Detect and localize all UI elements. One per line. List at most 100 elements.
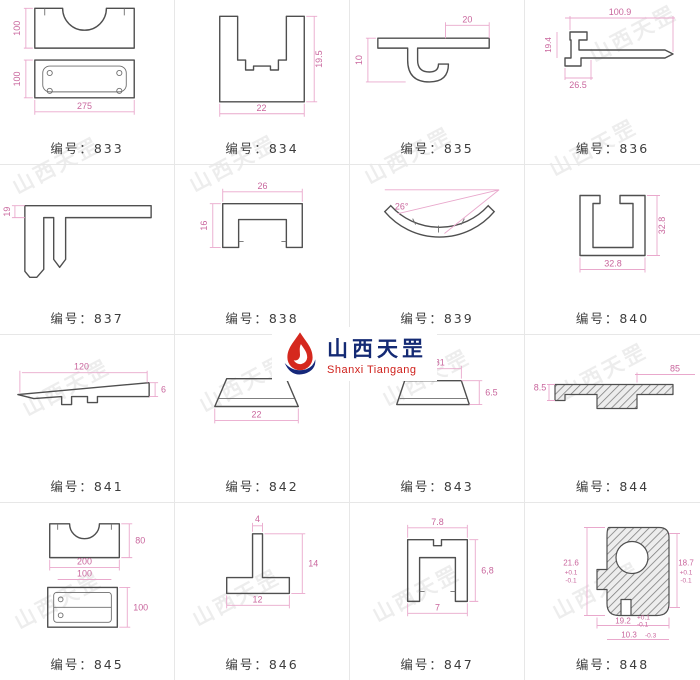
dimension-label: 8.5 [534,383,547,393]
profile-outline [214,377,299,408]
brand-name-en: Shanxi Tiangang [327,363,417,376]
dimension-label: 10.3 [621,631,637,640]
dimension-label: 19.5 [314,50,324,67]
profile-code-label: 编号：845 [50,657,124,672]
profile-code-label: 编号：847 [400,657,474,672]
profile-card-845: 80 200 100 100 编号：845 [0,503,175,680]
dimension-label: 275 [77,101,92,111]
dimension-label: 26° [395,202,409,212]
profile-drawing-844: 8.5 85 [534,364,695,410]
profile-code-label: 编号：835 [400,141,474,156]
profile-card-846: 4 14 12 编号：846 [175,503,350,680]
profile-drawing-839: 26° [383,189,500,238]
dimension-annotations: 100.9 19.4 26.5 [544,7,675,90]
profile-code-label: 编号：839 [400,311,474,326]
profile-outline [383,204,496,238]
dimension-label: -0.1 [565,578,577,585]
profile-card-837: 19 编号：837 [0,165,175,335]
profile-code-label: 编号：842 [225,479,299,494]
profile-detail [42,65,127,93]
dimension-annotations: 22 [214,408,299,424]
profile-code-label: 编号：843 [400,479,474,494]
profile-outline [579,194,646,257]
dimension-label: +0.1 [680,570,693,577]
dimension-label: 19 [2,207,12,217]
dimension-label: 85 [670,364,680,374]
brand-text: 山西天罡 Shanxi Tiangang [327,333,427,376]
dimension-annotations: 7.8 6,8 7 [407,517,494,617]
profile-outline [49,523,121,559]
profile-outline [226,533,291,595]
dimension-annotations: 120 6 [19,362,166,398]
dimension-label: 14 [308,559,318,569]
profile-outline [219,15,305,103]
profile-card-844: 8.5 85 编号：844 [525,335,700,503]
profile-detail [44,8,125,16]
profile-drawing-835: 20 10 [354,14,490,83]
profile-outline [596,526,670,617]
dimension-annotations: 32.8 32.8 [579,195,667,273]
dimension-label: 19.4 [544,37,553,53]
dimension-label: 18.7 [678,559,694,568]
dimension-label: 10 [354,55,364,65]
profile-card-841: 120 6 编号：841 [0,335,175,503]
dimension-annotations: 19 [2,205,25,219]
dimension-label: 22 [257,103,267,113]
profile-code-label: 编号：837 [50,311,124,326]
dimension-annotations: 21.6 +0.1 -0.1 18.7 +0.1 -0.1 19.2 +0.1 … [563,527,694,640]
dimension-label: 6.5 [485,388,497,398]
profile-outline [24,204,152,278]
dimension-label: 32.8 [604,259,622,269]
profile-card-833: 100 100 275 编号：833 [0,0,175,165]
dimension-annotations: 19.5 22 [219,15,324,117]
dimension-annotations: 80 200 100 100 [49,523,148,628]
dimension-label: 20 [462,14,472,24]
dimension-label: +0.1 [565,570,578,577]
dimension-annotations: 26 16 [199,181,303,248]
profile-drawing-847: 7.8 6,8 7 [406,517,494,617]
dimension-label: 26 [258,181,268,191]
dimension-label: -0.1 [637,622,649,629]
dimension-label: 6 [161,385,166,395]
profile-drawing-836: 100.9 19.4 26.5 [544,7,675,90]
dimension-label: 100 [77,569,92,579]
brand-name-cn: 山西天罡 [327,336,427,361]
dimension-annotations: 20 10 [354,14,490,83]
dimension-label: 7 [435,602,440,612]
dimension-label: 120 [74,362,89,372]
profile-code-label: 编号：838 [225,311,299,326]
profile-card-839: 26° 编号：839 [350,165,525,335]
dimension-label: 200 [77,557,92,567]
profile-outline [396,379,471,406]
profile-code-label: 编号：841 [50,479,124,494]
profile-holes [46,69,123,94]
profile-card-842: 22 编号：842 [175,335,350,503]
profile-drawing-838: 26 16 [199,181,303,249]
profile-code-label: 编号：834 [225,141,299,156]
profile-outline [554,383,674,410]
profile-outline [406,539,469,603]
flame-logo-icon [284,332,316,375]
profile-code-label: 编号：846 [225,657,299,672]
profile-card-848: 21.6 +0.1 -0.1 18.7 +0.1 -0.1 19.2 +0.1 … [525,503,700,680]
dimension-annotations: 8.5 85 [534,364,695,401]
profile-drawing-833: 100 100 275 [12,7,135,115]
profile-drawing-840: 32.8 32.8 [579,194,667,273]
profile-code-label: 编号：844 [575,479,650,494]
dimension-label: 16 [199,221,209,231]
profile-outline [377,37,490,83]
dimension-label: 80 [135,536,145,546]
profile-outline [34,7,135,49]
profile-code-label: 编号：833 [50,141,124,156]
profile-card-835: 20 10 编号：835 [350,0,525,165]
dimension-label: -0.3 [645,633,657,640]
dimension-annotations: 100 100 275 [12,7,135,115]
profile-drawing-834: 19.5 22 [219,15,324,117]
dimension-label: 4 [255,514,260,524]
profile-outline [17,381,150,406]
profile-card-838: 26 16 编号：838 [175,165,350,335]
profile-drawing-842: 22 [214,377,299,424]
profile-drawing-841: 120 6 [17,362,166,406]
profile-code-label: 编号：848 [575,657,650,672]
dimension-label: 19.2 [615,617,631,626]
